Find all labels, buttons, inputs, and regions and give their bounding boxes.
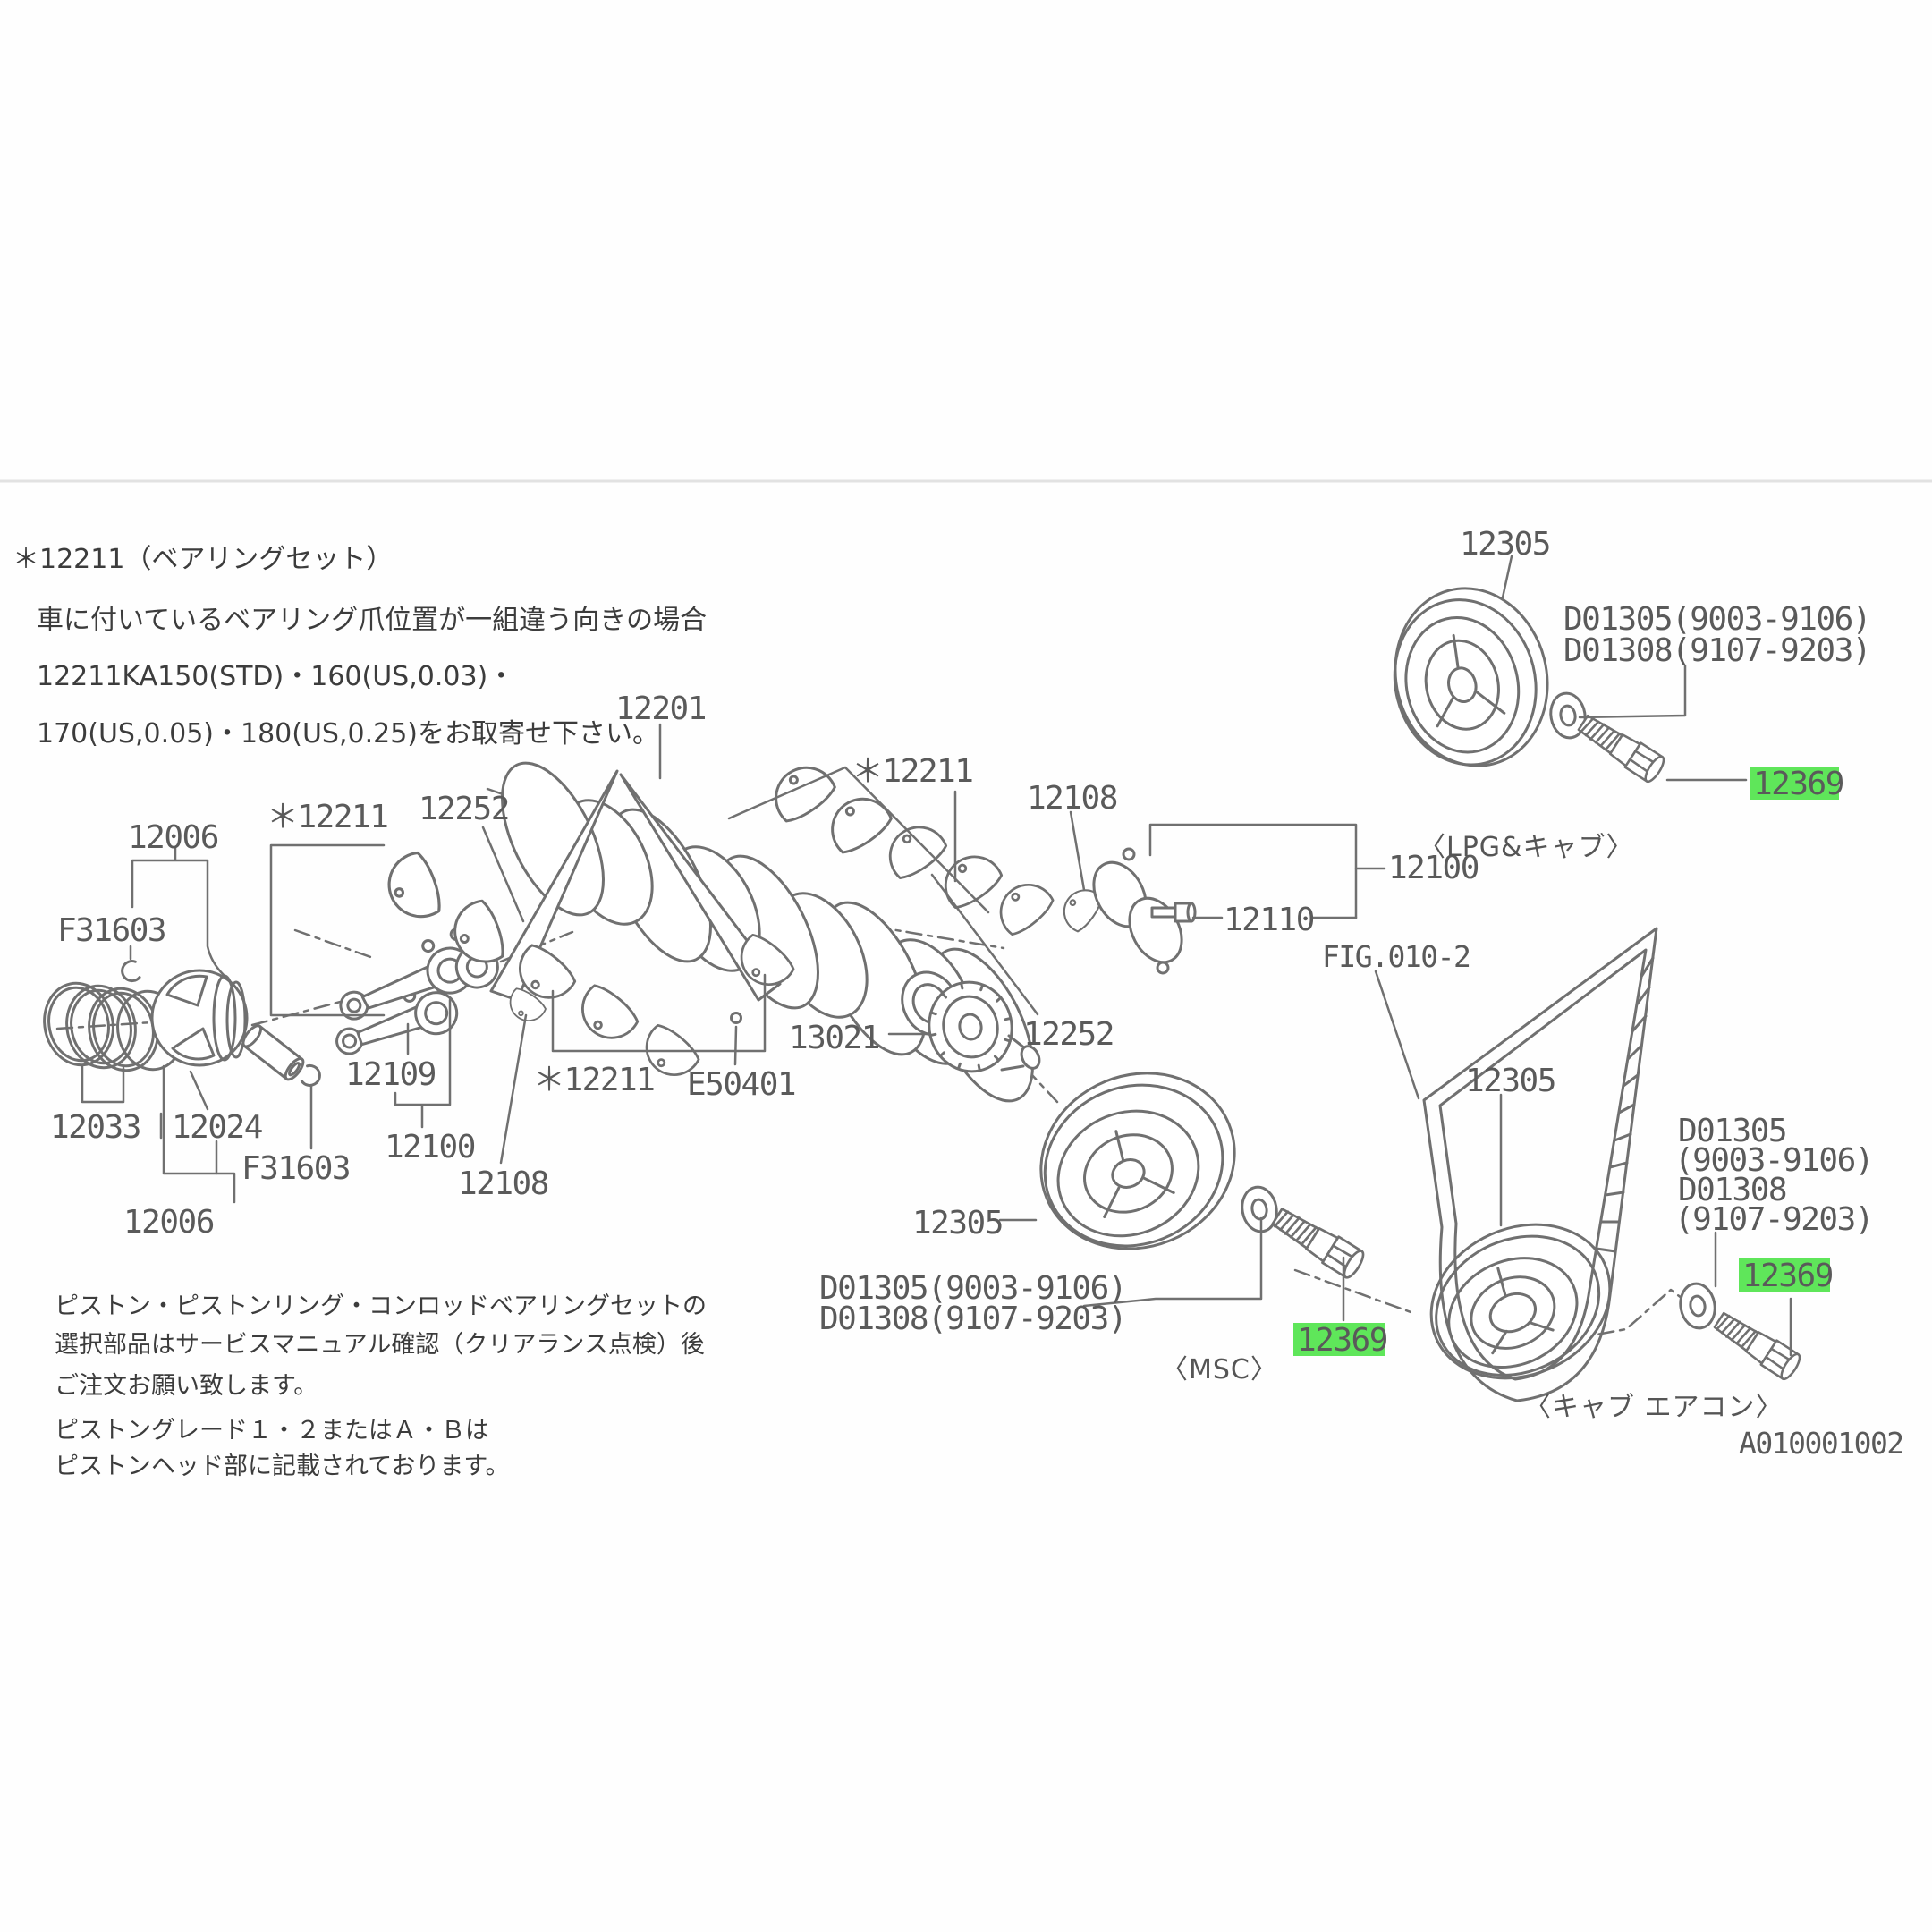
crank-sprocket [928,980,1013,1073]
label-crankshaft: 12201 [615,691,707,727]
label-washer-lower: 12108 [458,1165,549,1202]
pulley-aircon [1429,1223,1612,1380]
pulley-msc [1039,1072,1236,1250]
label-rings: 12033 [50,1109,141,1146]
bearing-note-line1: ＊12211（ベアリングセット） [13,544,394,575]
crank-rear-stub [1000,1034,1041,1072]
highlight-bolt-ac [1739,1258,1830,1292]
bearing-note-line4: 170(US,0.05)・180(US,0.25)をお取寄せ下さい。 [37,718,660,750]
bolt-aircon [1709,1307,1804,1383]
piston-note-line2: 選択部品はサービスマニュアル確認（クリアランス点検）後 [55,1331,705,1359]
label-bearing-top: ＊12211 [852,753,974,790]
highlight-bolt-lpg [1750,767,1839,800]
bolt-msc [1267,1202,1368,1282]
label-damper-lpg-a: D01305(9003-9106) [1563,601,1871,638]
bearing-note-line2: 車に付いているベアリング爪位置が一組違う向きの場合 [37,605,708,636]
label-piston-assy-top: 12006 [128,819,219,856]
drawing-number: A010001002 [1739,1426,1904,1461]
label-bearing-left: ＊12211 [267,799,389,835]
pulley-lpg [1393,587,1549,767]
label-bearing-bottom: ＊12211 [533,1062,656,1098]
label-thrust-left: 12252 [419,791,510,827]
label-pulley-msc: 12305 [912,1205,1004,1241]
label-pilot: E50401 [687,1066,797,1103]
label-sprocket: 13021 [789,1020,880,1056]
piston-note-line1: ピストン・ピストンリング・コンロッドベアリングセットの [55,1292,707,1320]
piston-note-line3: ご注文お願い致します。 [55,1372,318,1400]
caption-lpg: 〈LPG&キャブ〉 [1419,832,1634,863]
piston-note-line5: ピストンヘッド部に記載されております。 [55,1453,510,1480]
bolt-lpg [1573,709,1668,785]
caption-msc: 〈MSC〉 [1161,1354,1278,1385]
label-washer-upper: 12108 [1027,780,1118,817]
label-pin: 12024 [172,1109,263,1146]
label-damper-ac-3: D01308 [1678,1172,1788,1208]
leader-lines [80,555,1792,1357]
snap-ring-upper [121,960,141,983]
label-fig-ref: FIG.010-2 [1322,939,1471,974]
label-piston-assy-bottom: 12006 [123,1204,215,1241]
piston-pin [242,1024,305,1081]
label-damper-ac-2: (9003-9106) [1674,1142,1874,1179]
label-conrod: 12109 [345,1056,436,1093]
washer-aircon [1675,1279,1720,1333]
label-bolt-msc: 12369 [1297,1322,1388,1359]
label-damper-ac-1: D01305 [1678,1113,1788,1149]
piston [150,969,249,1067]
label-bolt-lpg: 12369 [1753,766,1844,802]
label-damper-lpg-b: D01308(9107-9203) [1563,632,1871,669]
label-crank-assy: 12100 [1388,850,1479,886]
drive-belt [1422,927,1658,1402]
rear-cap-cluster [1092,847,1197,975]
caption-aircon: 〈キャブ エアコン〉 [1524,1392,1784,1423]
piston-note-line4: ピストングレード１・２またはＡ・Ｂは [55,1417,489,1445]
label-pulley-ac: 12305 [1465,1063,1556,1099]
piston-ring-set [43,981,184,1072]
label-bolt-small: 12110 [1224,902,1315,938]
label-snapring-top: F31603 [57,912,167,949]
label-damper-msc-a: D01305(9003-9106) [819,1270,1127,1307]
label-snapring-bottom: F31603 [242,1150,352,1187]
snap-ring-lower [300,1063,321,1087]
label-pulley-lpg: 12305 [1460,526,1551,563]
highlight-boxes [1293,767,1839,1356]
label-conrod-assy: 12100 [385,1129,476,1165]
label-thrust-right: 12252 [1023,1016,1114,1053]
label-damper-ac-4: (9107-9203) [1674,1201,1874,1238]
pilot-pin [730,1012,742,1024]
highlight-bolt-msc [1293,1323,1385,1356]
bolt-12110 [1150,902,1197,923]
pointer-wedges [489,769,782,1002]
bearing-note-line3: 12211KA150(STD)・160(US,0.03)・ [37,661,515,692]
label-bolt-ac: 12369 [1742,1258,1834,1294]
label-damper-msc-b: D01308(9107-9203) [819,1301,1127,1337]
